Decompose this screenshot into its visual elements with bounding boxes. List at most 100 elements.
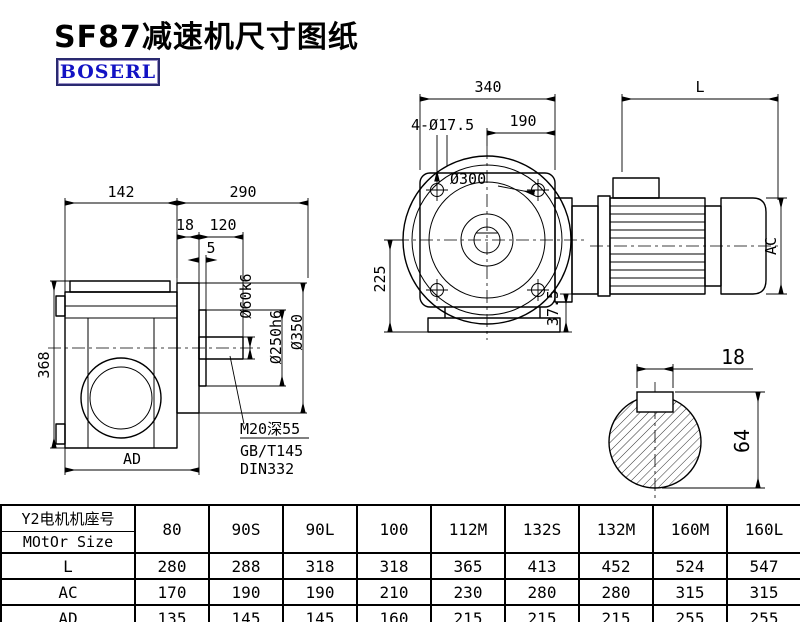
dim-flange-diameter: Ø350: [199, 282, 307, 414]
table-value: 135: [134, 604, 210, 622]
dim-motor-length: L: [621, 78, 779, 200]
label-d300: Ø300: [450, 170, 536, 196]
dim-5: 5: [187, 239, 218, 310]
frame-col-header: 100: [356, 504, 432, 554]
frame-col-header: 90L: [282, 504, 358, 554]
motor-fins: [610, 205, 705, 287]
frame-label-cn: Y2电机机座号: [3, 507, 133, 532]
table-row-AC: AC 170 190 190 210 230 280 280 315 315: [0, 578, 800, 606]
table-row-L: L 280 288 318 318 365 413 452 524 547: [0, 552, 800, 580]
table-value: 452: [578, 552, 654, 580]
table-value: 318: [282, 552, 358, 580]
note-din-standard: DIN332: [240, 460, 294, 478]
brand-logo-text: BOSERL: [59, 61, 157, 83]
dim-290-label: 290: [229, 183, 256, 201]
dim-18-label: 18: [176, 216, 194, 234]
terminal-box: [612, 177, 660, 199]
dim-shaft-height: 64: [662, 391, 765, 489]
frame-col-header: 90S: [208, 504, 284, 554]
table-value: 215: [578, 604, 654, 622]
dim-spigot-diameter: Ø250h6: [206, 309, 286, 387]
base-bracket: [427, 307, 561, 333]
dim-row-label: L: [0, 552, 136, 580]
dim-368-label: 368: [35, 351, 53, 378]
note-gb-standard: GB/T145: [240, 442, 303, 460]
dim-d300-label: Ø300: [450, 170, 486, 188]
table-value: 413: [504, 552, 580, 580]
table-value: 215: [504, 604, 580, 622]
dim-spigot-diameter-label: Ø250h6: [267, 310, 285, 364]
technical-drawing: 142 290 18 120 5 368: [35, 78, 787, 500]
motor-size-table: Y2电机机座号 MOtOr Size 80 90S 90L 100 112M 1…: [0, 504, 800, 622]
dim-190: 190: [486, 112, 556, 146]
table-value: 547: [726, 552, 800, 580]
table-corner-cell: Y2电机机座号 MOtOr Size: [0, 504, 136, 554]
shaft-end-notes: M20深55 GB/T145 DIN332: [229, 355, 309, 478]
dim-shaft-height-label: 64: [730, 429, 754, 453]
dim-ac: AC: [762, 197, 787, 295]
frame-col-header: 160M: [652, 504, 728, 554]
table-row-AD: AD 135 145 145 160 215 215 215 255 255: [0, 604, 800, 622]
dim-shaft-diameter-label: Ø60k6: [237, 273, 255, 318]
dim-225: 225: [371, 239, 428, 333]
front-view: 340 L 4-Ø17.5 190 Ø300 225: [371, 78, 787, 340]
dim-120-label: 120: [209, 216, 236, 234]
dim-37-5-label: 37.5: [544, 290, 562, 326]
dim-290: 290: [176, 183, 309, 278]
table-value: 365: [430, 552, 506, 580]
table-value: 145: [282, 604, 358, 622]
dim-142: 142: [64, 183, 178, 292]
dim-142-label: 142: [107, 183, 134, 201]
dim-flange-diameter-label: Ø350: [288, 314, 306, 350]
frame-col-header: 80: [134, 504, 210, 554]
motor: [597, 177, 767, 297]
table-value: 145: [208, 604, 284, 622]
dim-37-5: 37.5: [544, 290, 572, 333]
table-value: 190: [208, 578, 284, 606]
table-value: 524: [652, 552, 728, 580]
dim-225-label: 225: [371, 265, 389, 292]
frame-col-header: 160L: [726, 504, 800, 554]
table-value: 280: [504, 578, 580, 606]
table-value: 190: [282, 578, 358, 606]
label-bolt-holes: 4-Ø17.5: [411, 116, 474, 182]
table-value: 215: [430, 604, 506, 622]
table-value: 280: [134, 552, 210, 580]
note-thread: M20深55: [240, 420, 300, 438]
table-value: 255: [652, 604, 728, 622]
table-value: 280: [578, 578, 654, 606]
table-value: 288: [208, 552, 284, 580]
side-view: 142 290 18 120 5 368: [35, 183, 309, 478]
table-header-row: Y2电机机座号 MOtOr Size 80 90S 90L 100 112M 1…: [0, 504, 800, 554]
dim-120: 120: [198, 216, 244, 337]
shaft-section-view: 18 64: [608, 345, 765, 500]
dim-ad-label: AD: [123, 450, 141, 468]
table-value: 210: [356, 578, 432, 606]
table-value: 318: [356, 552, 432, 580]
keyway: [636, 391, 674, 413]
frame-col-header: 132S: [504, 504, 580, 554]
gearbox-housing: [55, 280, 178, 449]
output-flange-and-shaft: [176, 282, 244, 414]
table-value: 315: [652, 578, 728, 606]
dim-shaft-diameter: Ø60k6: [237, 273, 255, 360]
frame-label-en: MOtOr Size: [22, 533, 114, 551]
dim-motor-length-label: L: [695, 78, 704, 96]
dim-5-label: 5: [206, 239, 215, 257]
dim-368: 368: [35, 280, 70, 449]
dim-key-width-label: 18: [721, 345, 745, 369]
table-value: 230: [430, 578, 506, 606]
dim-ac-label: AC: [762, 237, 780, 255]
table-value: 160: [356, 604, 432, 622]
bolt-holes-label: 4-Ø17.5: [411, 116, 474, 134]
page-title: SF87减速机尺寸图纸: [54, 20, 359, 55]
bolt-holes: [426, 179, 549, 301]
fan-cowl: [720, 197, 767, 295]
dim-key-width: 18: [636, 345, 753, 388]
frame-col-header: 112M: [430, 504, 506, 554]
brand-logo: BOSERL: [56, 58, 160, 86]
table-value: 170: [134, 578, 210, 606]
dim-row-label: AD: [0, 604, 136, 622]
dim-ad: AD: [64, 413, 200, 475]
